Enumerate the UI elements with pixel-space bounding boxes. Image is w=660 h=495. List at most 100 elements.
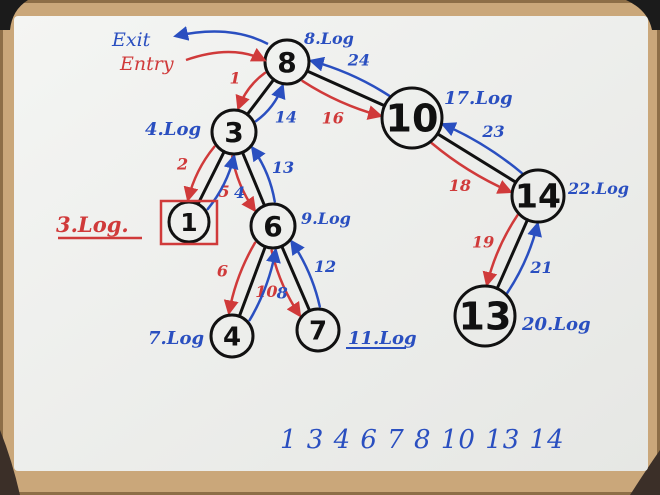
step-2: 2 (176, 145, 216, 203)
exit-arrow (173, 26, 269, 46)
step-1-arrow (235, 71, 267, 111)
step-24-label: 24 (347, 50, 370, 69)
entry-arrow (185, 47, 267, 62)
step-6-label: 6 (217, 261, 228, 280)
step-14-label: 14 (275, 107, 297, 126)
node-8-label: 8 (277, 46, 296, 79)
node-8-log-label: 8.Log (303, 29, 354, 48)
node-10: 10 (380, 86, 444, 150)
node-10-circle (380, 86, 444, 150)
node-3-label: 3 (224, 116, 243, 149)
corner-clip-top-left (0, 0, 28, 30)
node-6: 6 (249, 202, 297, 250)
step-12-label: 12 (314, 257, 336, 276)
step-12-arrow (290, 239, 322, 308)
step-24-arrow (308, 56, 391, 97)
step-21-arrow (505, 221, 542, 295)
step-23: 23 (440, 122, 523, 175)
inorder-sequence: 1 3 4 6 7 8 10 13 14 (280, 425, 565, 455)
edge-8-3 (245, 78, 276, 116)
node-4-label: 4 (223, 322, 241, 352)
step-19-arrow (482, 214, 519, 288)
entry-label: Entry (119, 53, 174, 75)
node-1-highlight-box (159, 199, 219, 246)
step-18-arrow (430, 141, 513, 194)
step-14: 14 (254, 83, 297, 126)
step-18-label: 18 (449, 176, 471, 195)
edge-3-6 (240, 150, 267, 208)
node-1-log-label: 3.Log. (56, 212, 129, 237)
edge-3-1 (196, 150, 226, 206)
node-7-log-label: 11.Log (348, 328, 417, 349)
node-13-circle (453, 284, 517, 348)
node-4-circle (209, 313, 255, 359)
step-21-label: 21 (529, 258, 552, 277)
node-13-log-label: 20.Log (521, 314, 591, 335)
step-4-arrow (206, 153, 239, 211)
step-21: 21 (505, 221, 553, 295)
tree-edges (196, 69, 529, 318)
step-19: 19 (472, 214, 519, 288)
node-1-label: 1 (180, 208, 197, 237)
step-8: 8 (248, 247, 288, 322)
edge-10-14 (436, 132, 518, 184)
node-7-label: 7 (309, 316, 327, 346)
node-10-label: 10 (386, 97, 439, 141)
node-3: 3 (210, 108, 258, 156)
node-14-label: 14 (515, 177, 561, 216)
node-13: 13 (453, 284, 517, 348)
node-14-circle (510, 168, 566, 224)
node-8-circle (263, 38, 311, 86)
step-1: 1 (229, 69, 267, 111)
step-14-arrow (254, 83, 286, 123)
node-3-circle (210, 108, 258, 156)
step-4: 4 (206, 153, 245, 211)
edge-6-4 (237, 245, 267, 318)
corner-clip-bottom-left (0, 430, 20, 495)
node-6-circle (249, 202, 297, 250)
node-7: 7 (295, 307, 341, 353)
node-14: 14 (510, 168, 566, 224)
node-13-label: 13 (459, 295, 512, 339)
board-surface (14, 16, 648, 471)
step-12: 12 (290, 239, 336, 308)
step-8-arrow (248, 247, 281, 322)
node-8: 8 (263, 38, 311, 86)
step-13-arrow (250, 145, 276, 203)
step-16: 16 (301, 79, 384, 127)
step-13-label: 13 (272, 158, 294, 177)
step-13: 13 (250, 145, 294, 203)
step-2-label: 2 (176, 155, 188, 174)
step-16-label: 16 (322, 108, 344, 127)
step-23-arrow (440, 122, 523, 175)
node-4: 4 (209, 313, 255, 359)
step-4-label: 4 (234, 183, 245, 202)
step-16-arrow (301, 79, 384, 120)
exit-label: Exit (111, 29, 151, 51)
node-6-log-label: 9.Log (301, 209, 351, 228)
node-3-log-label: 4.Log (145, 119, 201, 140)
node-4-log-label: 7.Log (148, 328, 204, 349)
node-7-circle (295, 307, 341, 353)
step-5-label: 5 (218, 182, 229, 201)
step-23-label: 23 (481, 122, 504, 141)
corner-clip-top-right (626, 0, 660, 30)
node-6-label: 6 (263, 210, 282, 243)
step-1-label: 1 (229, 69, 240, 88)
corner-clip-bottom-right (630, 450, 660, 495)
step-24: 24 (308, 50, 391, 97)
step-18: 18 (430, 141, 513, 195)
step-6-arrow (223, 241, 257, 316)
edge-8-10 (305, 69, 387, 108)
node-14-log-label: 22.Log (567, 179, 629, 198)
edge-14-13 (495, 218, 529, 291)
step-19-label: 19 (472, 232, 494, 251)
step-6: 6 (217, 241, 257, 316)
step-8-label: 8 (276, 284, 288, 303)
step-2-arrow (183, 145, 216, 203)
edge-6-7 (280, 244, 312, 313)
